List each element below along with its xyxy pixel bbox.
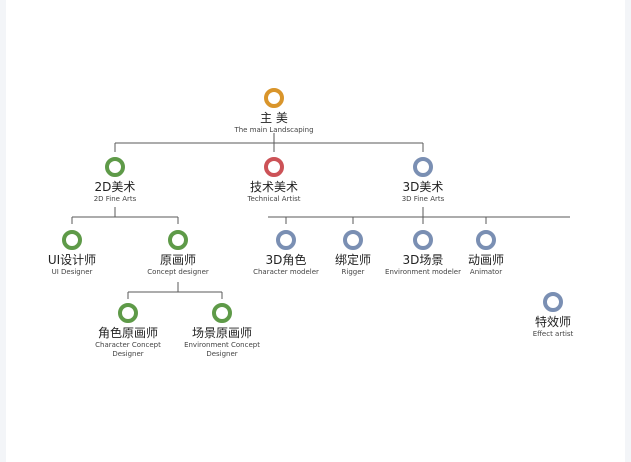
ring-icon — [543, 292, 563, 312]
ring-icon — [212, 303, 232, 323]
node-environment-concept-designer: 场景原画师 Environment Concept Designer — [152, 303, 292, 359]
connector-lines — [71, 133, 570, 299]
ring-icon — [264, 157, 284, 177]
ring-icon — [476, 230, 496, 250]
node-subtitle: Technical Artist — [247, 195, 301, 203]
ring-icon — [343, 230, 363, 250]
node-effect-artist: 特效师 Effect artist — [483, 292, 623, 339]
node-title: 角色原画师 — [97, 326, 158, 340]
ring-icon — [413, 230, 433, 250]
node-animator: 动画师 Animator — [416, 230, 556, 277]
ring-icon — [168, 230, 188, 250]
node-environment-modeler: 3D场景 Environment modeler — [353, 230, 493, 277]
node-title: 动画师 — [467, 253, 504, 267]
node-2d-art: 2D美术 2D Fine Arts — [45, 157, 185, 204]
node-title: 技术美术 — [249, 180, 298, 194]
ring-icon — [118, 303, 138, 323]
node-title: 3D场景 — [402, 253, 444, 267]
node-title: 2D美术 — [94, 180, 136, 194]
ring-icon — [62, 230, 82, 250]
ring-icon — [276, 230, 296, 250]
node-subtitle: UI Designer — [51, 268, 93, 276]
node-character-concept-designer: 角色原画师 Character Concept Designer — [58, 303, 198, 359]
ring-icon — [413, 157, 433, 177]
ring-icon — [264, 88, 284, 108]
org-chart: 主 美 The main Landscaping 2D美术 2D Fine Ar… — [6, 0, 625, 462]
ring-icon — [105, 157, 125, 177]
node-title: UI设计师 — [47, 253, 97, 267]
node-main-art: 主 美 The main Landscaping — [204, 88, 344, 135]
node-rigger: 绑定师 Rigger — [283, 230, 423, 277]
node-subtitle: Concept designer — [147, 268, 209, 276]
node-subtitle: Rigger — [341, 268, 365, 276]
node-title: 场景原画师 — [191, 326, 252, 340]
node-ui-designer: UI设计师 UI Designer — [2, 230, 142, 277]
node-title: 绑定师 — [334, 253, 371, 267]
node-subtitle: Environment Concept Designer — [184, 341, 260, 358]
node-subtitle: Animator — [469, 268, 503, 276]
node-character-modeler: 3D角色 Character modeler — [216, 230, 356, 277]
node-3d-art: 3D美术 3D Fine Arts — [353, 157, 493, 204]
node-title: 特效师 — [534, 315, 571, 329]
node-subtitle: Effect artist — [532, 330, 574, 338]
node-title: 3D角色 — [265, 253, 307, 267]
node-title: 主 美 — [260, 111, 288, 125]
node-subtitle: The main Landscaping — [234, 126, 314, 134]
node-subtitle: Character modeler — [253, 268, 319, 276]
node-title: 3D美术 — [402, 180, 444, 194]
node-subtitle: Character Concept Designer — [95, 341, 161, 358]
node-subtitle: 3D Fine Arts — [401, 195, 445, 203]
node-technical-art: 技术美术 Technical Artist — [204, 157, 344, 204]
node-title: 原画师 — [159, 253, 196, 267]
node-concept-designer: 原画师 Concept designer — [108, 230, 248, 277]
node-subtitle: 2D Fine Arts — [93, 195, 137, 203]
node-subtitle: Environment modeler — [385, 268, 461, 276]
